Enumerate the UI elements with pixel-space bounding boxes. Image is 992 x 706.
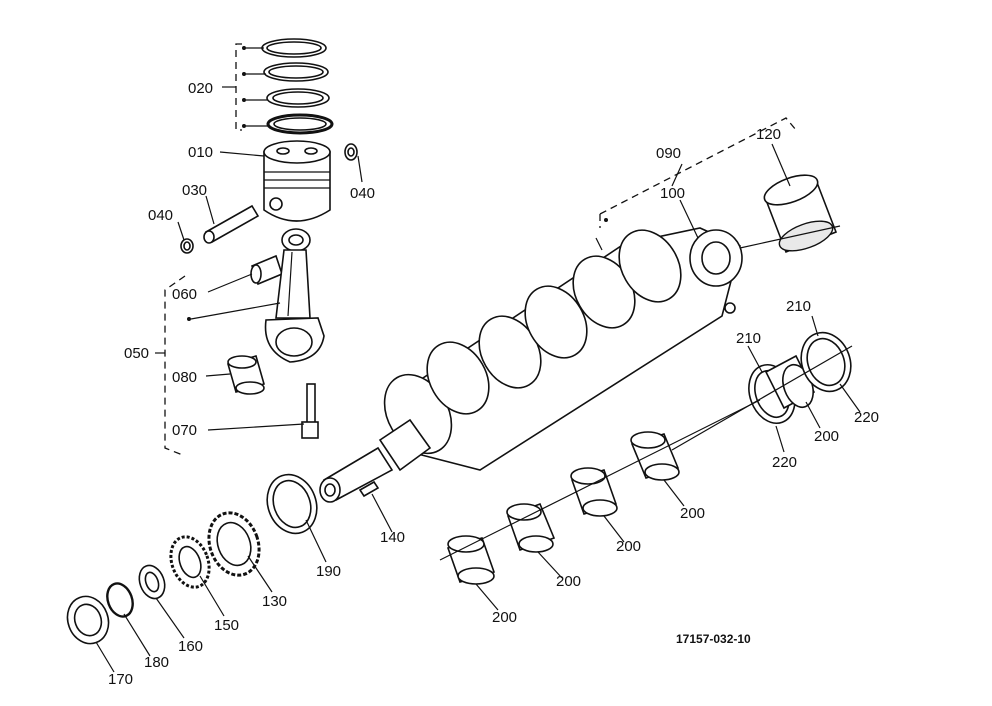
piston-bracket-020: [222, 43, 270, 131]
bushing-120: [763, 174, 838, 254]
label-040-left: 040: [148, 207, 173, 224]
label-150: 150: [214, 617, 239, 634]
conrod-bracket-050: [155, 275, 281, 457]
piston-pin: [203, 204, 260, 244]
label-200-4: 200: [680, 505, 705, 522]
washer-160: [138, 564, 166, 600]
label-220-inner: 220: [772, 454, 797, 471]
label-170: 170: [108, 671, 133, 688]
crankshaft: [383, 227, 743, 471]
label-120: 120: [756, 126, 781, 143]
rear-bearing-axis: [671, 345, 853, 451]
leader-lines: [95, 143, 861, 673]
o-ring-180: [106, 582, 134, 618]
label-130: 130: [262, 593, 287, 610]
label-070: 070: [172, 422, 197, 439]
snap-ring-040-right: [344, 143, 358, 161]
crankshaft-front-end: [319, 418, 432, 503]
label-180: 180: [144, 654, 169, 671]
main-bearing-200-3: [570, 467, 618, 517]
figure-id: 17157-032-10: [676, 632, 751, 646]
piston: [263, 140, 331, 222]
snap-ring-040-left: [180, 238, 194, 254]
label-040-right: 040: [350, 185, 375, 202]
label-160: 160: [178, 638, 203, 655]
label-220-outer: 220: [854, 409, 879, 426]
label-200-3: 200: [616, 538, 641, 555]
key-140: [358, 480, 380, 498]
label-200-5: 200: [814, 428, 839, 445]
label-100: 100: [660, 185, 685, 202]
label-200-1: 200: [492, 609, 517, 626]
label-080: 080: [172, 369, 197, 386]
bearing-bracket-090: [595, 117, 797, 251]
piston-rings: [261, 38, 334, 135]
label-210-outer: 210: [786, 298, 811, 315]
label-190: 190: [316, 563, 341, 580]
small-end-bushing: [250, 254, 283, 286]
label-020: 020: [188, 80, 213, 97]
main-bearing-200-1: [446, 535, 496, 585]
main-bearing-axis: [439, 399, 761, 561]
label-030: 030: [182, 182, 207, 199]
label-010: 010: [188, 144, 213, 161]
label-050: 050: [124, 345, 149, 362]
oil-seal-170: [66, 595, 110, 645]
crankpin-bearing: [227, 355, 265, 395]
gear-150: [169, 535, 211, 589]
label-200-2: 200: [556, 573, 581, 590]
label-090: 090: [656, 145, 681, 162]
label-140: 140: [380, 529, 405, 546]
bearing-190: [266, 473, 318, 535]
main-bearing-200-4: [630, 431, 680, 481]
bushing-120-axis: [739, 225, 841, 249]
conrod-bolt: [301, 383, 319, 439]
connecting-rod: [264, 228, 325, 363]
label-210-inner: 210: [736, 330, 761, 347]
label-060: 060: [172, 286, 197, 303]
gear-130: [207, 511, 261, 577]
thrust-washer-210-outer: [800, 331, 852, 393]
main-bearing-200-2: [506, 502, 556, 553]
